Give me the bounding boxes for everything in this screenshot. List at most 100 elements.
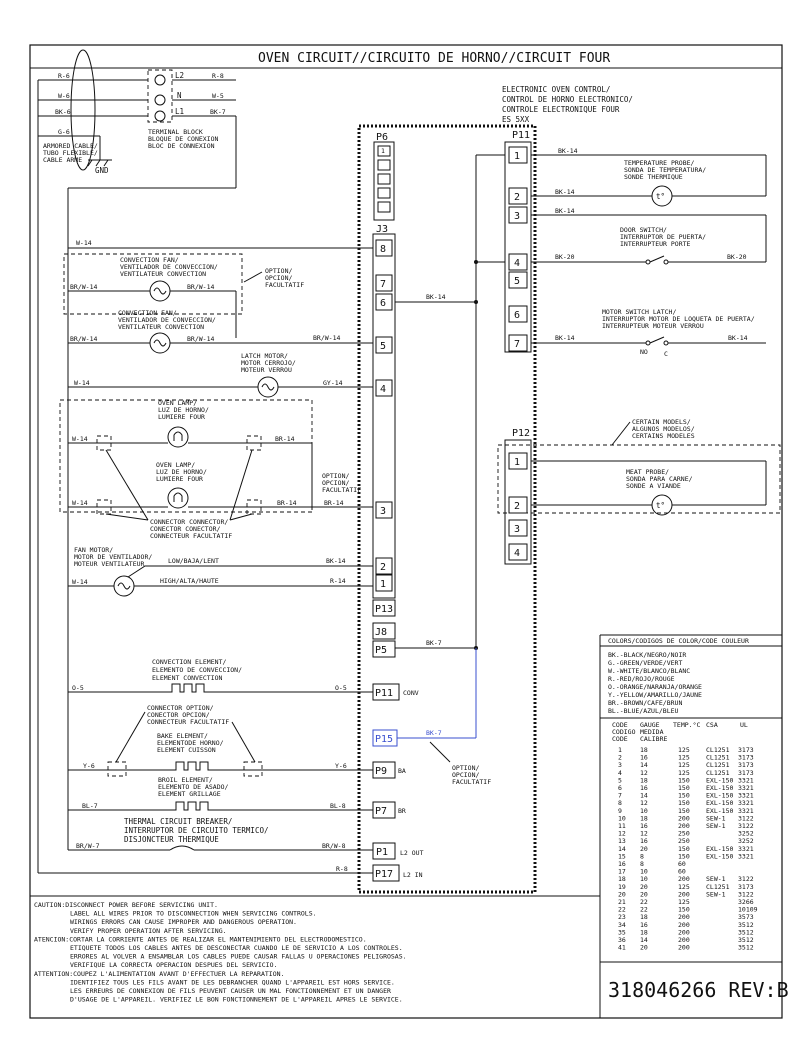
cable-label-2: TUBO FLEXIBLE/ [43,149,98,157]
gauge-cell: 125 [678,754,690,762]
caution-line: ATTENTION:COUPEZ L'ALIMENTATION AVANT D'… [34,970,284,978]
gauge-cell: 16 [640,822,648,830]
thermal-breaker-icon [169,845,195,851]
p12-pin-box [508,452,528,470]
broil-2: ELEMENTO DE ASADO/ [158,783,229,791]
control-label-4: ES 5XX [502,115,530,124]
w14-lamp2: W-14 [72,499,88,507]
tb-l2: L2 [175,71,184,80]
tcb-1: THERMAL CIRCUIT BREAKER/ [124,817,232,826]
gnd-label: GND [95,166,109,175]
meat-probe: CERTAIN MODELS/ ALGUNOS MODELOS/ CERTAIN… [497,418,781,516]
caution-line: ERRORES AL VOLVER A ENSAMBLAR LOS CABLES… [70,953,407,961]
bake-3: ELEMENT CUISSON [157,746,216,754]
p11-pin-box [508,206,528,224]
gauge-cell: 60 [678,860,686,868]
j3-pin-label: 1 [380,579,386,590]
svg-text:INTERRUPTOR MOTOR DE LOQUETA D: INTERRUPTOR MOTOR DE LOQUETA DE PUERTA/ [602,315,755,323]
oven-lamp-1-icon [167,426,189,448]
gauge-cell: 18 [618,875,626,883]
control-label-2: CONTROL DE HORNO ELECTRONICO/ [502,95,633,104]
p11-pin-box [508,305,528,323]
gauge-header: CODIGO [612,728,636,736]
gauge-cell: SEW-1 [706,890,726,898]
wire-bk6: BK-6 [55,108,71,116]
gauge-cell: 16 [640,754,648,762]
motor-switch-latch: MOTOR SWITCH LATCH/ INTERRUPTOR MOTOR DE… [531,308,766,358]
gauge-cell: 35 [618,928,626,936]
tb-label-1: TERMINAL BLOCK [148,128,203,136]
gauge-cell: 150 [678,776,690,784]
gauge-cell: 13 [618,837,626,845]
legend-item: BR.-BROWN/CAFE/BRUN [608,699,682,707]
p11-pin-label: 3 [514,211,520,222]
bus-bk7-label: BK-7 [426,639,442,647]
p9-label: P9 [375,766,387,777]
gauge-cell: 125 [678,898,690,906]
gauge-cell: 3173 [738,769,754,777]
svg-text:SONDE A VIANDE: SONDE A VIANDE [626,482,681,490]
caution-line: VERIFY PROPER OPERATION AFTER SERVICING. [70,927,227,935]
l2out-label: L2 OUT [400,849,424,857]
broil-1: BROIL ELEMENT/ [158,776,213,784]
gauge-cell: 3512 [738,944,754,952]
j8-label: J8 [375,627,387,638]
gauge-cell: SEW-1 [706,875,726,883]
legend-item: O.-ORANGE/NARANJA/ORANGE [608,683,702,691]
gauge-cell: 16 [640,837,648,845]
conv-fan-2: VENTILADOR DE CONVECCION/ [118,316,216,324]
gauge-cell: 3173 [738,883,754,891]
wire-bk7-tb: BK-7 [210,108,226,116]
gauge-cell: 7 [618,792,622,800]
part-number: 318046266 REV:B [608,978,789,1002]
gauge-header: CALIBRE [640,735,667,743]
color-legend: COLORS/CODIGOS DE COLOR/CODE COULEUR BK.… [599,634,782,1018]
brw14-c: BR/W-14 [70,335,97,343]
p11-pin-label: 6 [514,310,520,321]
conv-element-icon [68,683,373,693]
j3-pin-label: 5 [380,341,386,352]
gauge-cell: 150 [678,784,690,792]
gauge-cell: 250 [678,830,690,838]
gauge-cell: 8 [640,860,644,868]
p12-pin-label: 2 [514,501,520,512]
br14-j3-3: BR-14 [324,499,344,507]
caution-line: WIRINGS ERRORS CAN CAUSE IMPROPER AND DA… [70,918,297,926]
gauge-cell: 5 [618,776,622,784]
svg-text:MEAT PROBE/: MEAT PROBE/ [626,468,669,476]
p15-option-3: FACULTATIF [452,778,491,786]
j3-label: J3 [376,224,388,235]
conv-fan-3: VENTILATEUR CONVECTION [118,323,204,331]
oven-lamp-2-icon [167,487,189,509]
j3-pin-label: 6 [380,298,386,309]
gauge-cell: 2 [618,754,622,762]
br-label: BR [398,807,406,815]
gauge-cell: 22 [640,898,648,906]
svg-text:TEMPERATURE PROBE/: TEMPERATURE PROBE/ [624,159,695,167]
gauge-cell: 22 [640,906,648,914]
gauge-cell: 18 [640,913,648,921]
caution-line: ATENCION:CORTAR LA CORRIENTE ANTES DE RE… [34,935,367,943]
gauge-cell: 15 [618,852,626,860]
gauge-cell: 3173 [738,761,754,769]
j3-pin-box [375,501,393,519]
bake-2: ELEMENTODE HORNO/ [157,739,224,747]
temp-probe: BK-14 TEMPERATURE PROBE/ SONDA DE TEMPER… [531,147,767,250]
tb-l1: L1 [175,107,184,116]
sheet-border [29,44,783,1019]
lamp2-2: LUZ DE HORNO/ [156,468,207,476]
gauge-cell: EXL-150 [706,784,733,792]
p15-bk7-label: BK-7 [426,729,442,737]
gauge-cell: SEW-1 [706,814,726,822]
svg-text:1: 1 [381,147,385,155]
legend-item: W.-WHITE/BLANCO/BLANC [608,667,690,675]
gauge-cell: EXL-150 [706,799,733,807]
p11-pin-label: 7 [514,339,520,350]
svg-text:CERTAIN MODELS/: CERTAIN MODELS/ [632,418,691,426]
gauge-cell: 3321 [738,776,754,784]
br14-lamp2: BR-14 [277,499,297,507]
conn-opt-2: CONECTOR OPCION/ [147,711,210,719]
conn-opt-3: CONNECTEUR FACULTATIF [147,718,229,726]
caution-line: D'USAGE DE L'APPAREIL. VERIFIEZ LE BON F… [70,996,403,1004]
